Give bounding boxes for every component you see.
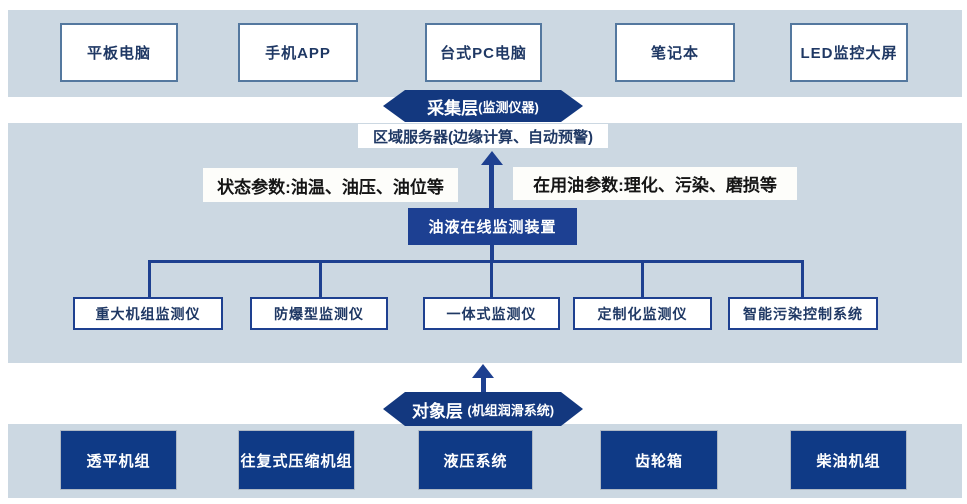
device-label: 平板电脑 [86,45,151,62]
monitor-label: 定制化监测仪 [597,305,688,322]
equipment-label: 齿轮箱 [634,452,683,470]
connector-stub-5 [801,260,804,297]
up-arrow-icon [472,364,494,378]
monitor-label: 防爆型监测仪 [274,305,364,322]
status-parameters-label: 状态参数:油温、油压、油位等 [203,168,458,202]
monitor-box-customized: 定制化监测仪 [573,297,712,330]
connector-stub-2 [319,260,322,297]
equipment-label: 柴油机组 [816,452,881,470]
connector-stub-1 [148,260,151,297]
equipment-box-turbine: 透平机组 [60,430,177,490]
equipment-box-diesel-unit: 柴油机组 [790,430,907,490]
monitor-box-major-unit: 重大机组监测仪 [73,297,223,330]
equipment-label: 往复式压缩机组 [240,452,353,470]
monitor-label: 重大机组监测仪 [95,305,201,322]
monitor-box-pollution-control: 智能污染控制系统 [728,297,878,330]
collection-layer-banner: 采集层(监测仪器) [383,90,583,122]
device-box-phone-app: 手机APP [238,23,358,82]
device-box-label: 油液在线监测装置 [428,219,557,236]
connector-drop-line [490,245,494,262]
monitor-box-all-in-one: 一体式监测仪 [423,297,560,330]
up-arrow-shaft [489,163,494,208]
banner-subtitle: (机组润滑系统) [467,402,555,418]
device-label: LED监控大屏 [800,45,898,62]
device-box-laptop: 笔记本 [615,23,735,82]
monitor-label: 一体式监测仪 [446,305,537,322]
equipment-label: 液压系统 [443,452,508,470]
device-box-led-screen: LED监控大屏 [790,23,908,82]
connector-horizontal-line [148,260,804,263]
monitor-box-explosion-proof: 防爆型监测仪 [250,297,388,330]
device-box-desktop-pc: 台式PC电脑 [425,23,542,82]
oil-monitoring-device-box: 油液在线监测装置 [408,208,577,245]
equipment-box-gearbox: 齿轮箱 [600,430,718,490]
equipment-label: 透平机组 [86,452,151,470]
connector-stub-3 [490,260,493,297]
object-layer-banner: 对象层 (机组润滑系统) [383,392,583,426]
oil-parameters-text: 在用油参数:理化、污染、磨损等 [533,176,777,195]
connector-stub-4 [641,260,644,297]
device-label: 台式PC电脑 [440,45,527,62]
monitor-label: 智能污染控制系统 [743,305,863,322]
device-label: 手机APP [265,45,331,62]
device-box-tablet: 平板电脑 [60,23,178,82]
regional-server-box: 区域服务器(边缘计算、自动预警) [358,124,608,148]
server-label: 区域服务器(边缘计算、自动预警) [373,128,593,146]
equipment-box-hydraulic-system: 液压系统 [418,430,533,490]
banner-title: 采集层 [427,98,479,118]
banner-subtitle: (监测仪器) [478,99,539,115]
banner-title: 对象层 [411,401,463,421]
equipment-box-reciprocating-compressor: 往复式压缩机组 [238,430,355,490]
up-arrow-shaft [481,377,486,393]
up-arrow-icon [481,151,503,165]
device-label: 笔记本 [650,45,699,62]
status-parameters-text: 状态参数:油温、油压、油位等 [217,177,444,197]
oil-parameters-label: 在用油参数:理化、污染、磨损等 [513,167,797,200]
